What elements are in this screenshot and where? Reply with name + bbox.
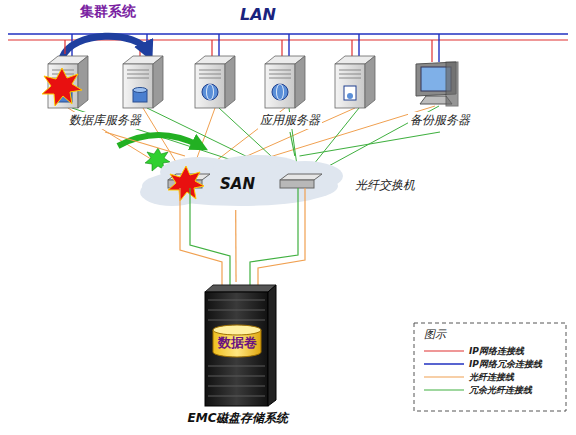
legend-entry: IP网络连接线 — [469, 345, 524, 358]
lan-drops — [65, 40, 432, 62]
fiber-lines — [68, 106, 435, 180]
connector-line — [300, 132, 441, 156]
backup-server-group: 备份服务器 — [400, 54, 480, 132]
legend-frame — [414, 323, 566, 411]
node-label: LAN — [240, 5, 276, 24]
cluster-failover-arrow — [62, 36, 148, 58]
connector-line — [64, 46, 65, 54]
emc-storage-rack — [205, 285, 276, 406]
application-server-1 — [195, 56, 235, 108]
failure-burst — [42, 68, 82, 106]
application-server-group: 应用服务器 — [190, 54, 390, 132]
node-label: EMC磁盘存储系统 — [186, 410, 291, 427]
redundant-fiber-lines — [190, 188, 230, 287]
legend-entry: IP网络冗余连接线 — [469, 358, 542, 371]
san-cloud — [140, 155, 343, 206]
node-label: 备份服务器 — [408, 112, 472, 129]
connector-line — [431, 46, 432, 54]
legend-entry: 光纤连接线 — [469, 371, 514, 384]
legend-entry: 冗余光纤连接线 — [469, 384, 532, 397]
failure-burst — [168, 166, 204, 201]
fiber-switch-2 — [280, 174, 322, 188]
fiber-lines — [180, 188, 222, 287]
legend-sample-line — [424, 363, 464, 365]
path-failover-arrow — [118, 135, 200, 146]
database-server-group: 数据库服务器 — [40, 54, 170, 132]
connector-line — [290, 132, 295, 156]
legend-sample-line — [424, 389, 464, 390]
storage-system: 数据卷 EMC磁盘存储系统 — [168, 282, 308, 432]
redundant-fiber-lines — [250, 188, 298, 287]
legend-sample-line — [424, 350, 464, 351]
cluster-title: 集群系统 — [80, 3, 136, 21]
connector-line — [281, 46, 282, 54]
node-label: 应用服务器 — [258, 112, 322, 129]
fiber-lines — [258, 188, 305, 287]
data-volume: 数据卷 — [212, 324, 262, 358]
legend-sample-line — [424, 376, 464, 377]
connector-line — [105, 132, 185, 156]
database-server-2 — [123, 56, 163, 108]
backup-server — [416, 62, 458, 106]
node-label: SAN — [220, 175, 255, 193]
node-label: 光纤交换机 — [353, 177, 417, 194]
node-label: 数据卷 — [218, 334, 257, 352]
legend-title: 图示 — [424, 327, 446, 342]
application-server-2 — [265, 56, 305, 108]
connector-line — [235, 210, 237, 282]
san-network: SAN 光纤交换机 — [140, 156, 430, 210]
node-label: 数据库服务器 — [67, 112, 143, 129]
application-server-3 — [335, 56, 375, 108]
